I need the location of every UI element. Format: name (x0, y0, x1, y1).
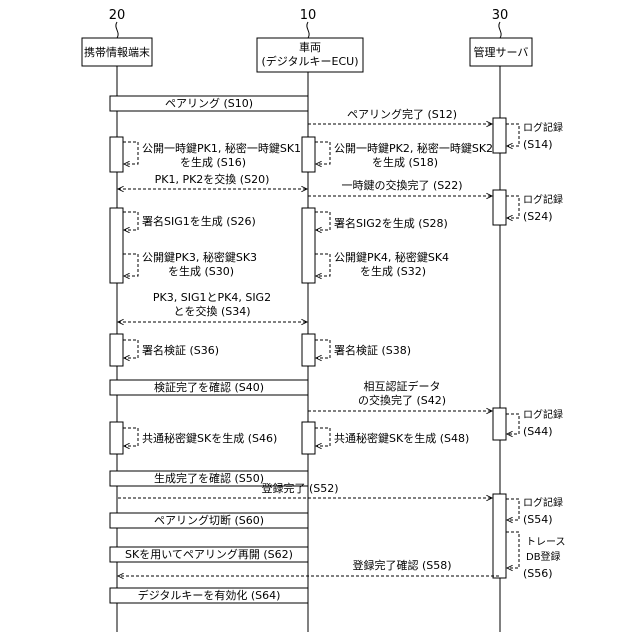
label-s42-line1: 相互認証データ (364, 379, 441, 393)
activation-terminal-s46 (110, 422, 123, 454)
label-s54-line2: (S54) (523, 513, 553, 526)
label-s14-line2: (S14) (523, 138, 553, 151)
activation-vehicle-s18 (302, 137, 315, 172)
label-s34-line2: とを交換 (S34) (173, 304, 250, 318)
label-s24-line2: (S24) (523, 210, 553, 223)
label-s24-line1: ログ記録 (523, 193, 563, 206)
self-loop-s14 (506, 124, 519, 146)
participant-label-server: 管理サーバ (474, 45, 529, 59)
label-s48: 共通秘密鍵SKを生成 (S48) (334, 431, 469, 445)
activation-vehicle-s48 (302, 422, 315, 454)
label-s58: 登録完了確認 (S58) (352, 558, 451, 572)
label-s30-line2: を生成 (S30) (168, 264, 234, 278)
ref-leader-30 (499, 22, 501, 38)
label-s30-line1: 公開鍵PK3, 秘密鍵SK3 (142, 250, 257, 264)
label-s42-line2: の交換完了 (S42) (358, 393, 446, 407)
self-loop-s18 (315, 142, 330, 164)
label-s44-line2: (S44) (523, 425, 553, 438)
self-loop-s24 (506, 196, 519, 218)
label-s56-line1: トレース (526, 537, 566, 548)
label-s26: 署名SIG1を生成 (S26) (142, 214, 256, 228)
self-loop-s38 (315, 340, 330, 358)
label-s62: SKを用いてペアリング再開 (S62) (125, 547, 293, 561)
participant-ref-vehicle: 10 (300, 8, 317, 23)
activation-vehicle-s38 (302, 334, 315, 366)
self-loop-s46 (123, 428, 138, 446)
label-s38: 署名検証 (S38) (334, 343, 411, 357)
label-s28: 署名SIG2を生成 (S28) (334, 216, 448, 230)
activation-server-s14 (493, 118, 506, 153)
label-s12: ペアリング完了 (S12) (347, 107, 457, 121)
label-s32-line1: 公開鍵PK4, 秘密鍵SK4 (334, 250, 449, 264)
participant-label-vehicle-line1: 車両 (299, 40, 321, 54)
label-s46: 共通秘密鍵SKを生成 (S46) (142, 431, 277, 445)
label-s60: ペアリング切断 (S60) (154, 513, 264, 527)
self-loop-s48 (315, 428, 330, 446)
label-s16-line1: 公開一時鍵PK1, 秘密一時鍵SK1 (142, 141, 301, 155)
label-s10: ペアリング (S10) (165, 96, 253, 110)
label-s40: 検証完了を確認 (S40) (154, 380, 264, 394)
activation-terminal-s36 (110, 334, 123, 366)
label-s20: PK1, PK2を交換 (S20) (155, 172, 270, 186)
self-loop-s28 (315, 212, 330, 230)
activation-server-s24 (493, 190, 506, 225)
participant-ref-server: 30 (492, 8, 509, 23)
participant-label-vehicle-line2: (デジタルキーECU) (261, 54, 358, 68)
label-s18-line1: 公開一時鍵PK2, 秘密一時鍵SK2 (334, 141, 493, 155)
label-s22: 一時鍵の交換完了 (S22) (341, 178, 462, 192)
label-s14-line1: ログ記録 (523, 121, 563, 134)
label-s44-line1: ログ記録 (523, 408, 563, 421)
activation-vehicle-s28-s32 (302, 208, 315, 283)
ref-leader-10 (307, 22, 309, 38)
label-s16-line2: を生成 (S16) (180, 155, 246, 169)
self-loop-s32 (315, 254, 330, 276)
activation-server-s54-s56 (493, 494, 506, 578)
activation-server-s44 (493, 408, 506, 440)
participant-label-terminal: 携帯情報端末 (84, 45, 150, 59)
self-loop-s30 (123, 254, 138, 276)
self-loop-s36 (123, 340, 138, 358)
activation-terminal-s16 (110, 137, 123, 172)
self-loop-s56 (506, 532, 519, 568)
label-s56-line2: DB登録 (526, 550, 561, 563)
label-s36: 署名検証 (S36) (142, 343, 219, 357)
self-loop-s54 (506, 499, 519, 520)
label-s56-line3: (S56) (523, 567, 553, 580)
label-s54-line1: ログ記録 (523, 496, 563, 509)
ref-leader-20 (116, 22, 118, 38)
label-s18-line2: を生成 (S18) (372, 155, 438, 169)
self-loop-s44 (506, 414, 519, 434)
self-loop-s16 (123, 142, 138, 164)
label-s34-line1: PK3, SIG1とPK4, SIG2 (153, 291, 271, 304)
label-s50: 生成完了を確認 (S50) (154, 471, 264, 485)
self-loop-s26 (123, 212, 138, 230)
activation-terminal-s26-s30 (110, 208, 123, 283)
label-s52: 登録完了 (S52) (261, 481, 338, 495)
label-s32-line2: を生成 (S32) (360, 264, 426, 278)
label-s64: デジタルキーを有効化 (S64) (138, 588, 281, 602)
participant-ref-terminal: 20 (109, 8, 126, 23)
